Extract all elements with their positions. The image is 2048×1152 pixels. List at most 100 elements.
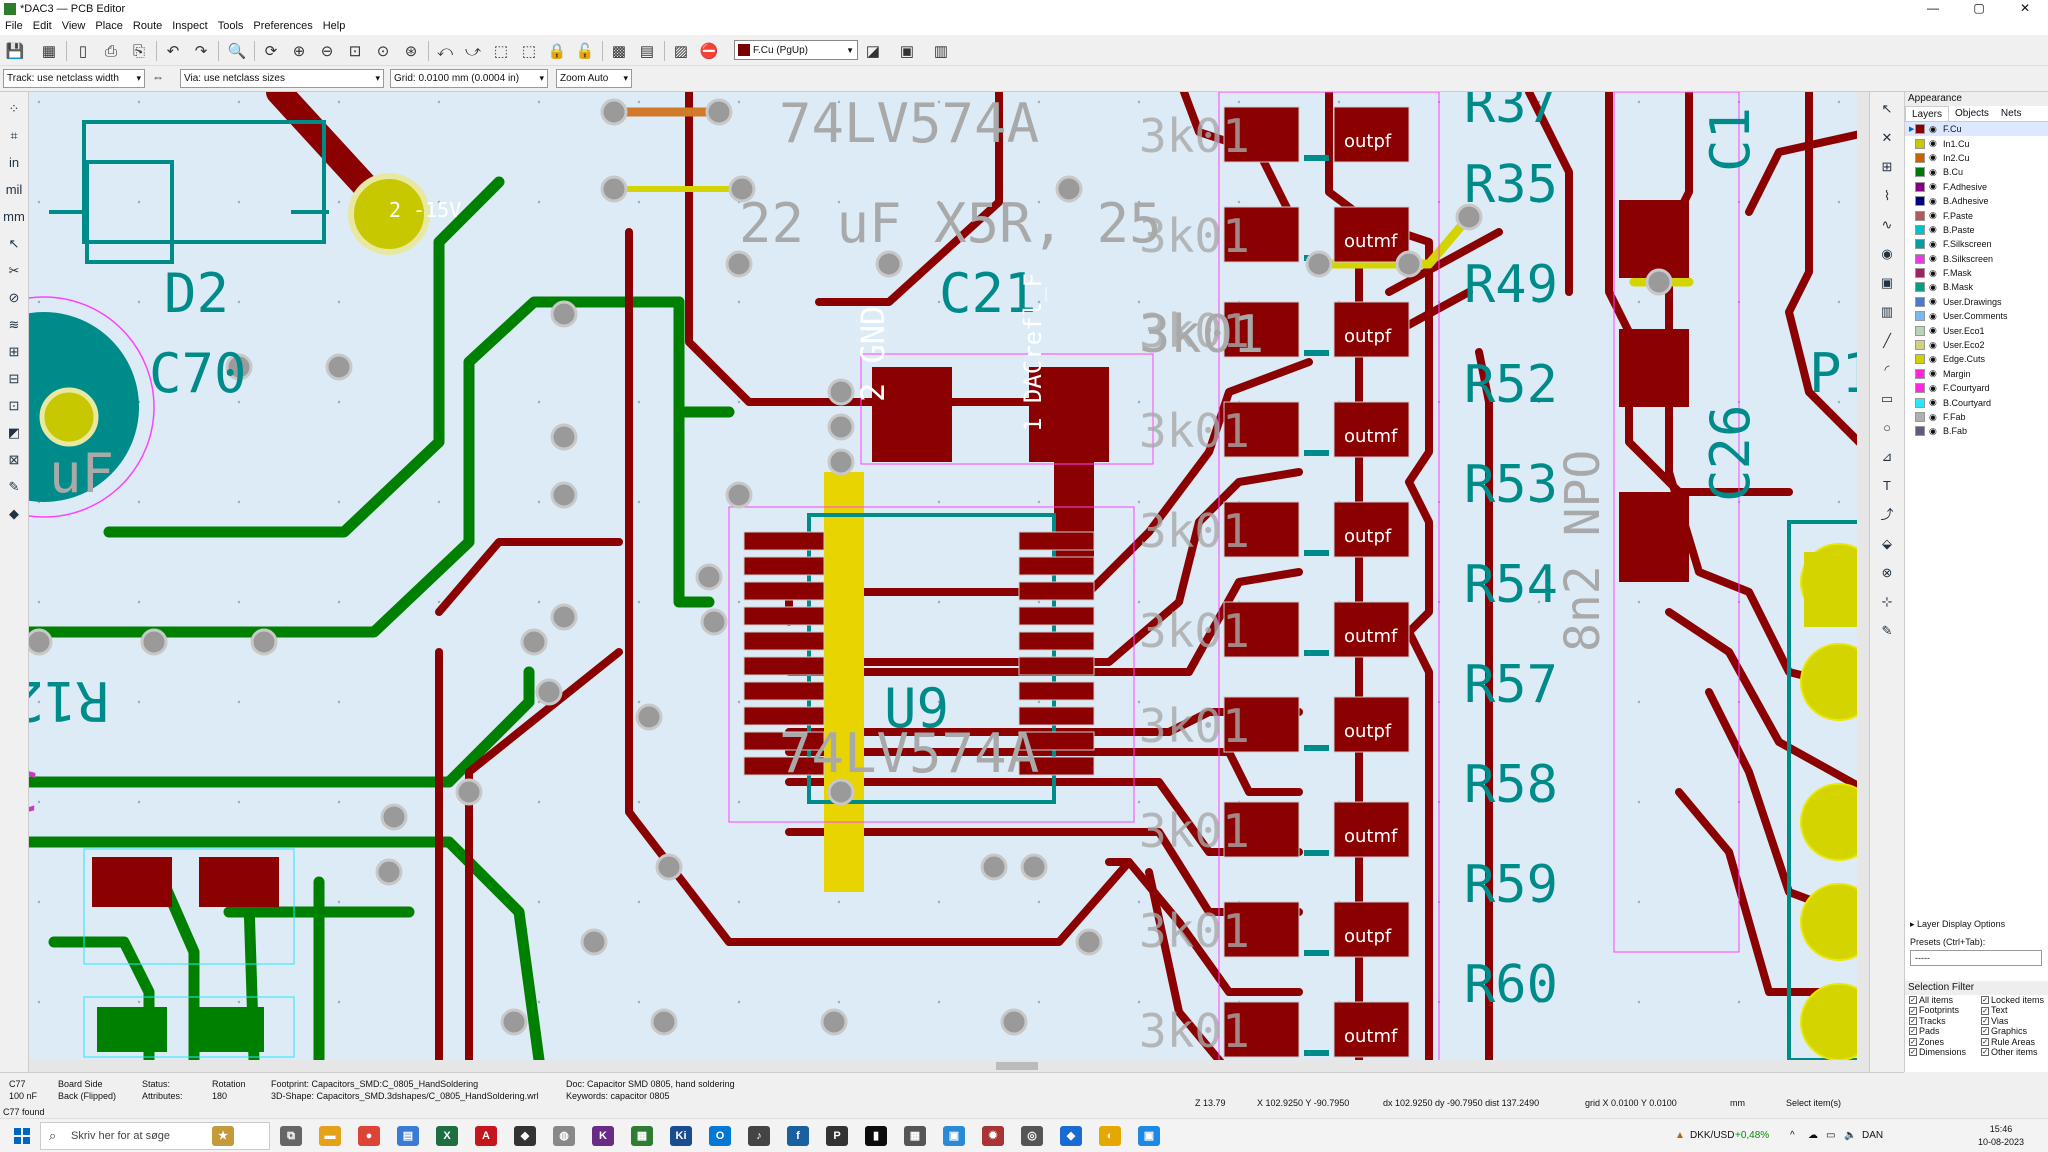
layer-color-swatch[interactable] <box>1915 239 1925 250</box>
zoom-fit-icon[interactable]: ⊡ <box>348 43 362 60</box>
layer-row[interactable]: ◉B.Mask <box>1905 280 2048 294</box>
layer-row[interactable]: ◉F.Adhesive <box>1905 180 2048 194</box>
menu-file[interactable]: File <box>5 20 23 32</box>
selection-filter-item[interactable]: ✓Pads <box>1909 1026 1981 1036</box>
visibility-eye-icon[interactable]: ◉ <box>1929 397 1937 408</box>
layer-row[interactable]: ◉F.Paste <box>1905 208 2048 222</box>
visibility-eye-icon[interactable]: ◉ <box>1929 152 1937 163</box>
checkbox[interactable]: ✓ <box>1909 1016 1917 1025</box>
menu-tools[interactable]: Tools <box>217 20 244 32</box>
visibility-eye-icon[interactable]: ◉ <box>1929 310 1937 321</box>
pad-display-icon[interactable]: ⊟ <box>8 371 20 386</box>
visibility-eye-icon[interactable]: ◉ <box>1929 238 1937 249</box>
zoom-objects-icon[interactable]: ⊙ <box>376 43 390 60</box>
app2-icon[interactable]: ♪ <box>748 1126 770 1146</box>
menu-place[interactable]: Place <box>95 20 123 32</box>
print-icon[interactable]: ⎙ <box>104 42 117 60</box>
layer-color-swatch[interactable] <box>1915 152 1925 163</box>
layer-color-swatch[interactable] <box>1915 210 1925 221</box>
polar-icon[interactable]: ⊘ <box>8 290 20 305</box>
zone-outline-icon[interactable]: ≋ <box>8 317 20 332</box>
track-display-icon[interactable]: ◩ <box>7 425 21 440</box>
add-zone-icon[interactable]: ▣ <box>1880 275 1894 290</box>
layer-row[interactable]: ◉B.Courtyard <box>1905 395 2048 409</box>
add-dimension-icon[interactable]: ⤴ <box>1880 507 1894 522</box>
zone-display-icon[interactable]: ⊠ <box>8 452 20 467</box>
visibility-eye-icon[interactable]: ◉ <box>1929 195 1937 206</box>
ticker-label[interactable]: DKK/USD <box>1690 1130 1735 1141</box>
visibility-eye-icon[interactable]: ◉ <box>1929 411 1937 422</box>
layer-color-swatch[interactable] <box>1915 268 1925 279</box>
selection-filter-item[interactable]: ✓Text <box>1981 1005 2048 1015</box>
layer-row[interactable]: ◉In2.Cu <box>1905 151 2048 165</box>
checkbox[interactable]: ✓ <box>1981 996 1989 1005</box>
checkbox[interactable]: ✓ <box>1981 1016 1989 1025</box>
visibility-eye-icon[interactable]: ◉ <box>1929 210 1937 221</box>
layer-color-swatch[interactable] <box>1915 181 1925 192</box>
visibility-eye-icon[interactable]: ◉ <box>1929 253 1937 264</box>
checkbox[interactable]: ✓ <box>1981 1037 1989 1046</box>
zoom-selection-icon[interactable]: ⊛ <box>404 43 418 60</box>
terminal-icon[interactable]: ▮ <box>865 1126 887 1146</box>
lock-icon[interactable]: 🔒 <box>547 43 567 60</box>
notepad-icon[interactable]: ▤ <box>397 1126 419 1146</box>
layer-row[interactable]: ◉User.Comments <box>1905 309 2048 323</box>
layer-color-swatch[interactable] <box>1915 253 1925 264</box>
app6-icon[interactable]: ◐ <box>1099 1126 1121 1146</box>
checkbox[interactable]: ✓ <box>1909 996 1917 1005</box>
app-icon[interactable]: ◍ <box>553 1126 575 1146</box>
tab-layers[interactable]: Layers <box>1905 106 1950 121</box>
grid-select[interactable]: Grid: 0.0100 mm (0.0004 in) <box>390 69 548 88</box>
selection-filter-item[interactable]: ✓All items <box>1909 995 1981 1005</box>
visibility-eye-icon[interactable]: ◉ <box>1929 166 1937 177</box>
layer-row[interactable]: ◉B.Fab <box>1905 424 2048 438</box>
visibility-eye-icon[interactable]: ◉ <box>1929 325 1937 336</box>
active-layer-select[interactable]: F.Cu (PgUp) ▼ <box>734 40 858 60</box>
language-indicator[interactable]: DAN <box>1862 1130 1884 1141</box>
visibility-eye-icon[interactable]: ◉ <box>1929 425 1937 436</box>
taskbar-search-highlight-icon[interactable]: ★ <box>212 1126 234 1146</box>
layer-color-swatch[interactable] <box>1915 196 1925 207</box>
measure-icon[interactable]: ✎ <box>1881 623 1893 638</box>
acrobat-icon[interactable]: A <box>475 1126 497 1146</box>
layer-color-swatch[interactable] <box>1915 340 1925 351</box>
mm-units-icon[interactable]: mm <box>3 209 25 224</box>
pal-icon[interactable]: P <box>826 1126 848 1146</box>
layer-color-swatch[interactable] <box>1915 282 1925 293</box>
layer-highlight-icon[interactable]: ◆ <box>9 506 19 521</box>
selection-filter-item[interactable]: ✓Other items <box>1981 1047 2048 1057</box>
ratsnest-icon[interactable]: ⌗ <box>10 128 18 143</box>
selection-filter-item[interactable]: ✓Dimensions <box>1909 1047 1981 1057</box>
checkbox[interactable]: ✓ <box>1909 1006 1917 1015</box>
kicad-pcb-icon[interactable]: ▦ <box>631 1126 653 1146</box>
layer-color-swatch[interactable] <box>1915 426 1925 437</box>
drc-icon[interactable]: ⛔ <box>699 43 719 60</box>
layer-color-swatch[interactable] <box>1915 138 1925 149</box>
layer-row[interactable]: ◉B.Cu <box>1905 165 2048 179</box>
zoom-out-icon[interactable]: ⊖ <box>320 43 334 60</box>
gear-app-icon[interactable]: ✹ <box>982 1126 1004 1146</box>
layer-row[interactable]: ◉Edge.Cuts <box>1905 352 2048 366</box>
auto-width-icon[interactable]: ⇔ <box>152 70 164 84</box>
layer-row[interactable]: ◉User.Eco1 <box>1905 323 2048 337</box>
layer-row[interactable]: ◉F.Silkscreen <box>1905 237 2048 251</box>
tune-length-icon[interactable]: ∿ <box>1881 217 1893 232</box>
layer-row[interactable]: ◉F.Mask <box>1905 266 2048 280</box>
calc-icon[interactable]: ▦ <box>904 1126 926 1146</box>
save-icon[interactable]: 💾 <box>5 43 25 60</box>
task-view-icon[interactable]: ⧉ <box>280 1126 302 1146</box>
zoom-in-icon[interactable]: ⊕ <box>292 43 306 60</box>
visibility-eye-icon[interactable]: ◉ <box>1929 368 1937 379</box>
taskbar-search[interactable]: ⌕ Skriv her for at søge <box>40 1122 270 1150</box>
layer-row[interactable]: ◉F.Courtyard <box>1905 381 2048 395</box>
add-rule-area-icon[interactable]: ▥ <box>1880 304 1894 319</box>
app7-icon[interactable]: ▣ <box>1138 1126 1160 1146</box>
inch-units-icon[interactable]: in <box>8 155 20 170</box>
selection-filter-item[interactable]: ✓Footprints <box>1909 1005 1981 1015</box>
visibility-eye-icon[interactable]: ◉ <box>1929 138 1937 149</box>
network-icon[interactable]: ▭ <box>1826 1130 1836 1141</box>
checkbox[interactable]: ✓ <box>1909 1048 1917 1057</box>
layer-row[interactable]: ◉User.Eco2 <box>1905 338 2048 352</box>
scripting-icon[interactable]: ▨ <box>673 43 689 60</box>
